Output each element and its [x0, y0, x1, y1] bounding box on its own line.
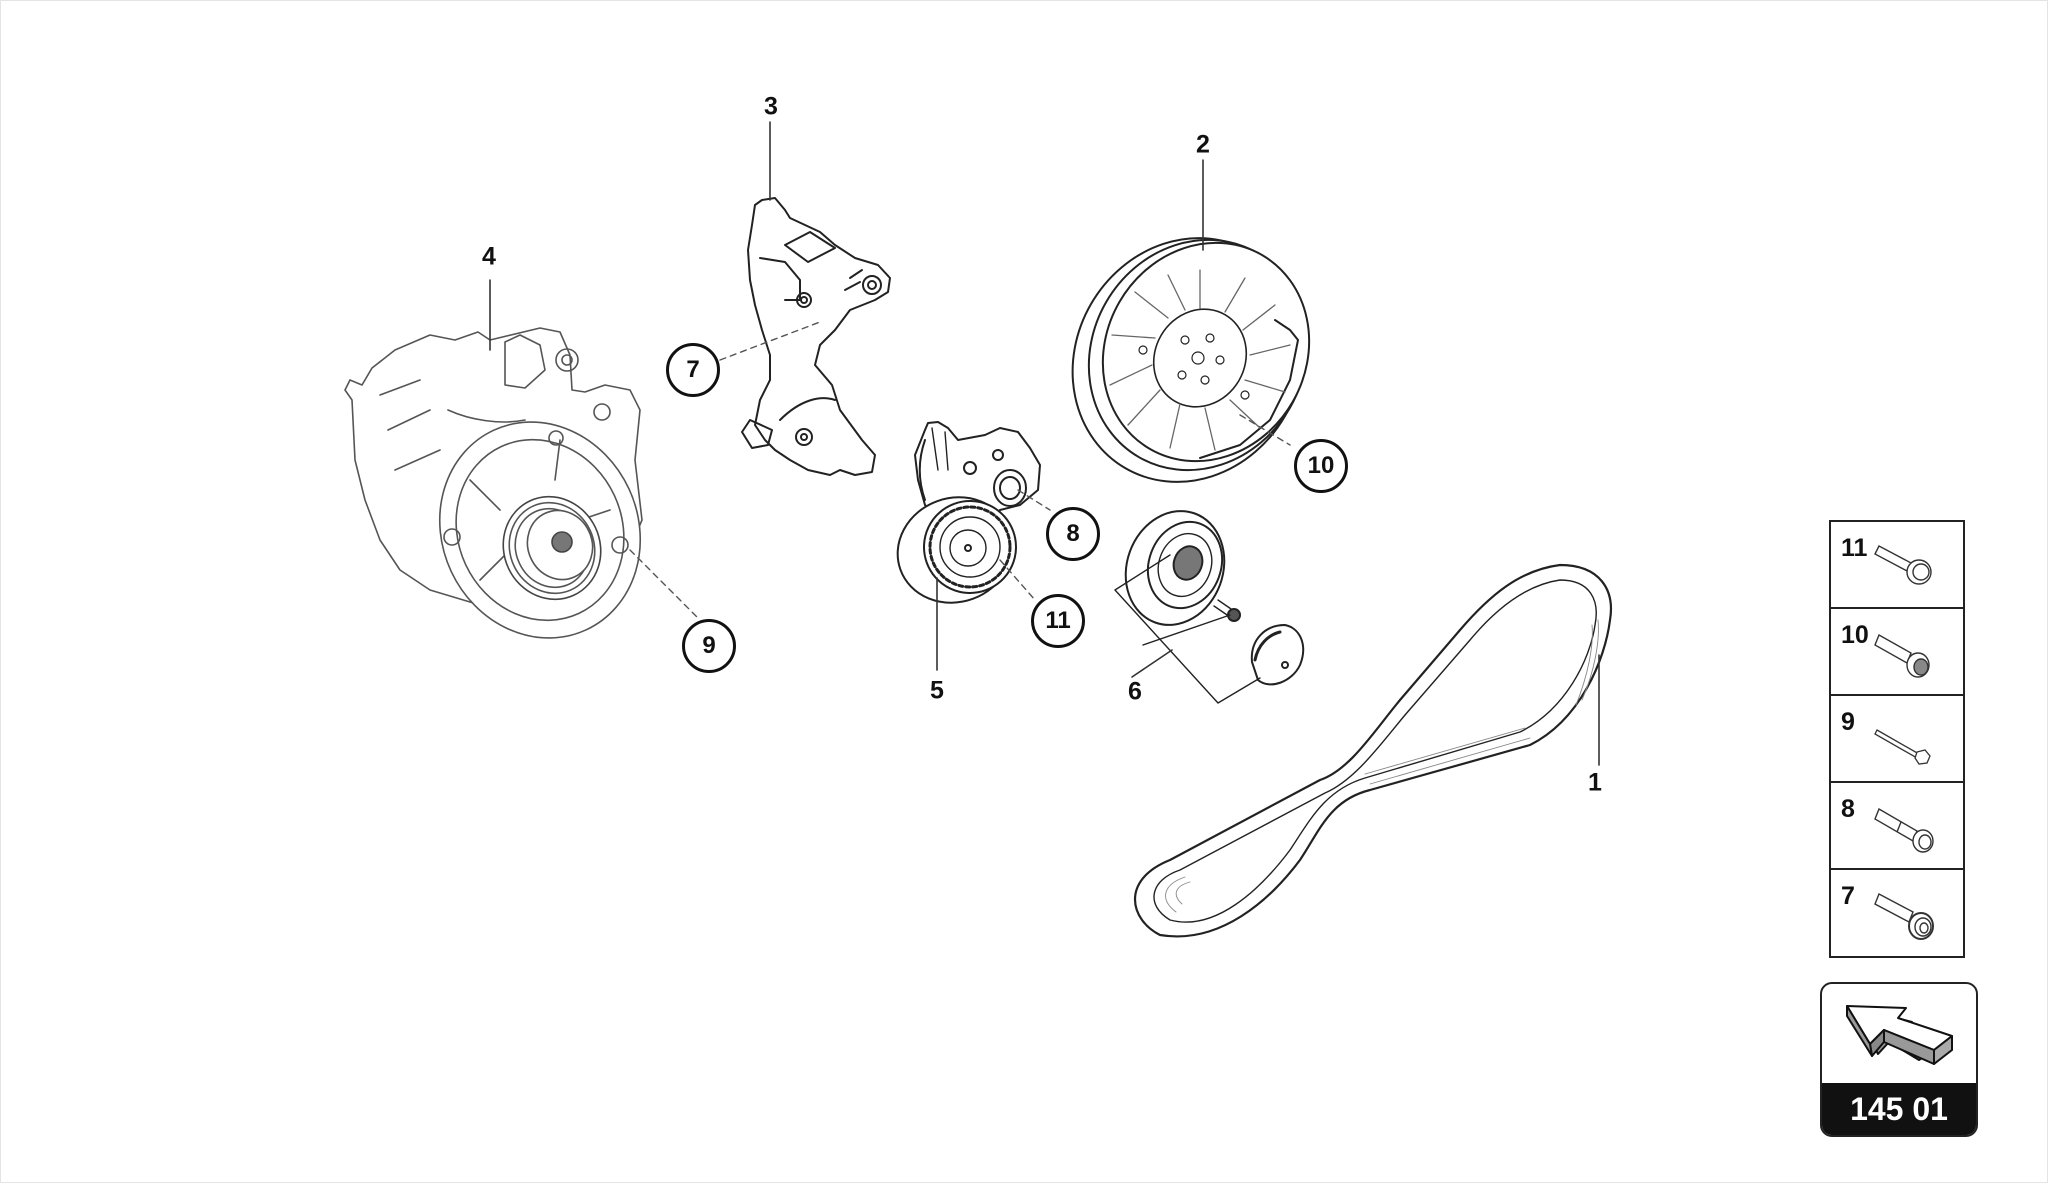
leader-lines — [489, 121, 1600, 766]
part-label-6: 6 — [1128, 677, 1142, 706]
legend-row-10: 10 — [1831, 609, 1963, 696]
bracket-drawing — [741, 197, 891, 476]
alternator-drawing — [344, 327, 643, 639]
part-label-5: 5 — [930, 676, 944, 705]
callout-7: 7 — [666, 343, 720, 397]
callout-9: 9 — [682, 619, 736, 673]
legend-number: 7 — [1841, 882, 1855, 910]
callout-10: 10 — [1294, 439, 1348, 493]
flange-socket-bolt-icon — [1874, 893, 1934, 940]
crank-pulley-drawing — [1071, 237, 1311, 483]
legend-row-7: 7 — [1831, 870, 1963, 956]
hex-bolt-long-icon — [1874, 729, 1931, 765]
legend-number: 9 — [1841, 708, 1855, 736]
legend-number: 8 — [1841, 795, 1855, 823]
callout-11: 11 — [1031, 594, 1085, 648]
socket-bolt-stepped-icon — [1874, 807, 1934, 853]
callout-dashed-lines — [629, 321, 1291, 621]
legend-row-8: 8 — [1831, 783, 1963, 870]
part-label-1: 1 — [1588, 768, 1602, 797]
fastener-legend: 11 10 9 8 — [1829, 520, 1965, 958]
flange-bolt-icon — [1874, 545, 1932, 585]
page-code: 145 01 — [1822, 1083, 1976, 1135]
socket-head-bolt-icon — [1874, 633, 1930, 678]
arrow-reference-icon — [1846, 1005, 1953, 1065]
legend-number: 10 — [1841, 621, 1869, 649]
page-reference-button[interactable]: 145 01 — [1820, 982, 1978, 1137]
idler-pulley-drawing — [1114, 510, 1305, 704]
legend-row-11: 11 — [1831, 522, 1963, 609]
part-label-4: 4 — [482, 242, 496, 271]
callout-8: 8 — [1046, 507, 1100, 561]
belt-drawing — [1133, 563, 1612, 938]
legend-row-9: 9 — [1831, 696, 1963, 783]
tensioner-drawing — [896, 421, 1041, 604]
legend-number: 11 — [1841, 534, 1868, 562]
part-label-2: 2 — [1196, 130, 1210, 159]
part-label-3: 3 — [764, 92, 778, 121]
